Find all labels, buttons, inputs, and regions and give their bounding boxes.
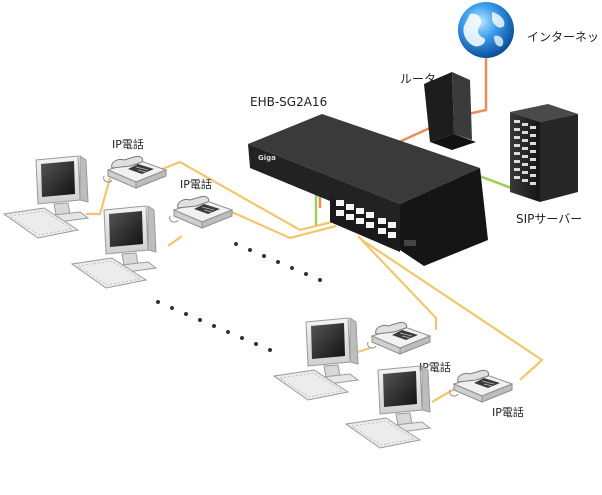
desktop-computer-icon — [345, 365, 431, 449]
desk-phone-icon — [103, 155, 167, 189]
ip-phone-1-label: IP電話 — [112, 137, 144, 151]
ip-phone-4: IP電話 — [449, 369, 524, 419]
desk-phone-icon — [449, 369, 513, 403]
internet-label: インターネット — [527, 30, 602, 44]
sip-server-node: SIPサーバー — [510, 104, 582, 226]
cable-pc-phone-2 — [167, 235, 183, 247]
cable-pc-phone-1 — [86, 177, 112, 216]
router-label: ルータ — [400, 72, 436, 86]
pc-1 — [3, 155, 89, 239]
ip-phone-2: IP電話 — [169, 177, 233, 229]
cable-switch-phone-3 — [357, 235, 438, 330]
cable-switch-phone-1 — [159, 160, 333, 232]
internet-node: インターネット — [458, 2, 602, 58]
server-rack-icon — [510, 104, 578, 202]
desktop-computer-icon — [273, 317, 359, 401]
network-switch-icon: Giga — [248, 114, 488, 266]
switch-node: EHB-SG2A16 Giga — [248, 95, 488, 266]
switch-brand-label: Giga — [258, 154, 276, 162]
globe-icon — [458, 2, 514, 58]
cable-pc-phone-4 — [431, 387, 457, 403]
ip-phone-4-label: IP電話 — [492, 405, 524, 419]
ellipsis-dots-lower — [156, 300, 272, 352]
cable-pc-phone-3 — [357, 346, 371, 354]
desk-phone-icon — [367, 321, 431, 355]
cable-switch-phone-4 — [361, 239, 544, 381]
router-node: ルータ — [400, 72, 476, 150]
pc-3 — [273, 317, 359, 401]
ellipsis-dots-upper — [234, 242, 322, 282]
desktop-computer-icon — [3, 155, 89, 239]
desk-phone-icon — [169, 195, 233, 229]
ip-phone-3: IP電話 — [367, 321, 451, 374]
router-icon — [424, 72, 476, 150]
switch-model-label: EHB-SG2A16 — [250, 95, 327, 109]
ip-phone-1: IP電話 — [103, 137, 167, 189]
sip-server-label: SIPサーバー — [516, 212, 582, 226]
ip-phone-2-label: IP電話 — [180, 177, 212, 191]
pc-4 — [345, 365, 431, 449]
